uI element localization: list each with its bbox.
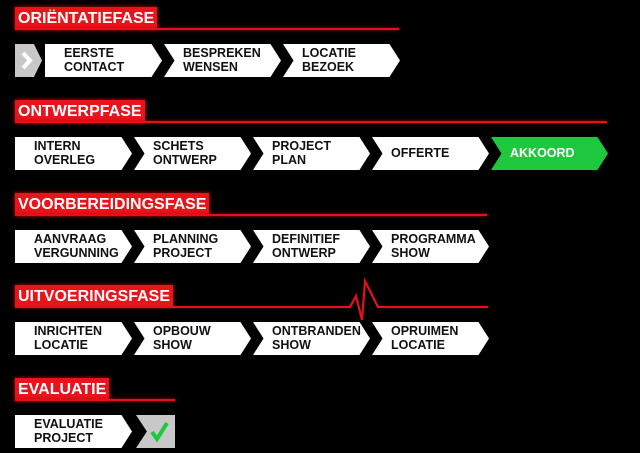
step-offerte[interactable]: OFFERTE [372, 137, 489, 170]
start-chevron-icon [15, 44, 42, 77]
step-inrichten-locatie[interactable]: INRICHTEN LOCATIE [15, 322, 132, 355]
step-project-plan[interactable]: PROJECT PLAN [253, 137, 370, 170]
step-evaluatie-project[interactable]: EVALUATIE PROJECT [15, 415, 132, 448]
check-icon [136, 415, 175, 448]
divider [15, 28, 399, 30]
phase-title-ontwerp: ONTWERPFASE [15, 100, 145, 122]
step-intern-overleg[interactable]: INTERN OVERLEG [15, 137, 132, 170]
step-definitief-ontwerp[interactable]: DEFINITIEF ONTWERP [253, 230, 370, 263]
phase-title-orientatie: ORIËNTATIEFASE [15, 7, 158, 29]
step-programma-show[interactable]: PROGRAMMA SHOW [372, 230, 489, 263]
step-schets-ontwerp[interactable]: SCHETS ONTWERP [134, 137, 251, 170]
phase-title-voorbereiding: VOORBEREIDINGSFASE [15, 193, 210, 215]
divider [15, 214, 487, 216]
phase-title-evaluatie: EVALUATIE [15, 378, 110, 400]
step-opruimen-locatie[interactable]: OPRUIMEN LOCATIE [372, 322, 489, 355]
step-locatie-bezoek[interactable]: LOCATIE BEZOEK [283, 44, 400, 77]
step-opbouw-show[interactable]: OPBOUW SHOW [134, 322, 251, 355]
phase-title-uitvoering: UITVOERINGSFASE [15, 285, 174, 307]
step-ontbranden-show[interactable]: ONTBRANDEN SHOW [253, 322, 370, 355]
divider [15, 399, 175, 401]
step-planning-project[interactable]: PLANNING PROJECT [134, 230, 251, 263]
step-bespreken-wensen[interactable]: BESPREKEN WENSEN [164, 44, 281, 77]
step-akkoord[interactable]: AKKOORD [491, 137, 608, 170]
divider [15, 121, 607, 123]
step-aanvraag-vergunning[interactable]: AANVRAAG VERGUNNING [15, 230, 132, 263]
step-eerste-contact[interactable]: EERSTE CONTACT [45, 44, 162, 77]
pulse-line-divider [15, 276, 488, 320]
